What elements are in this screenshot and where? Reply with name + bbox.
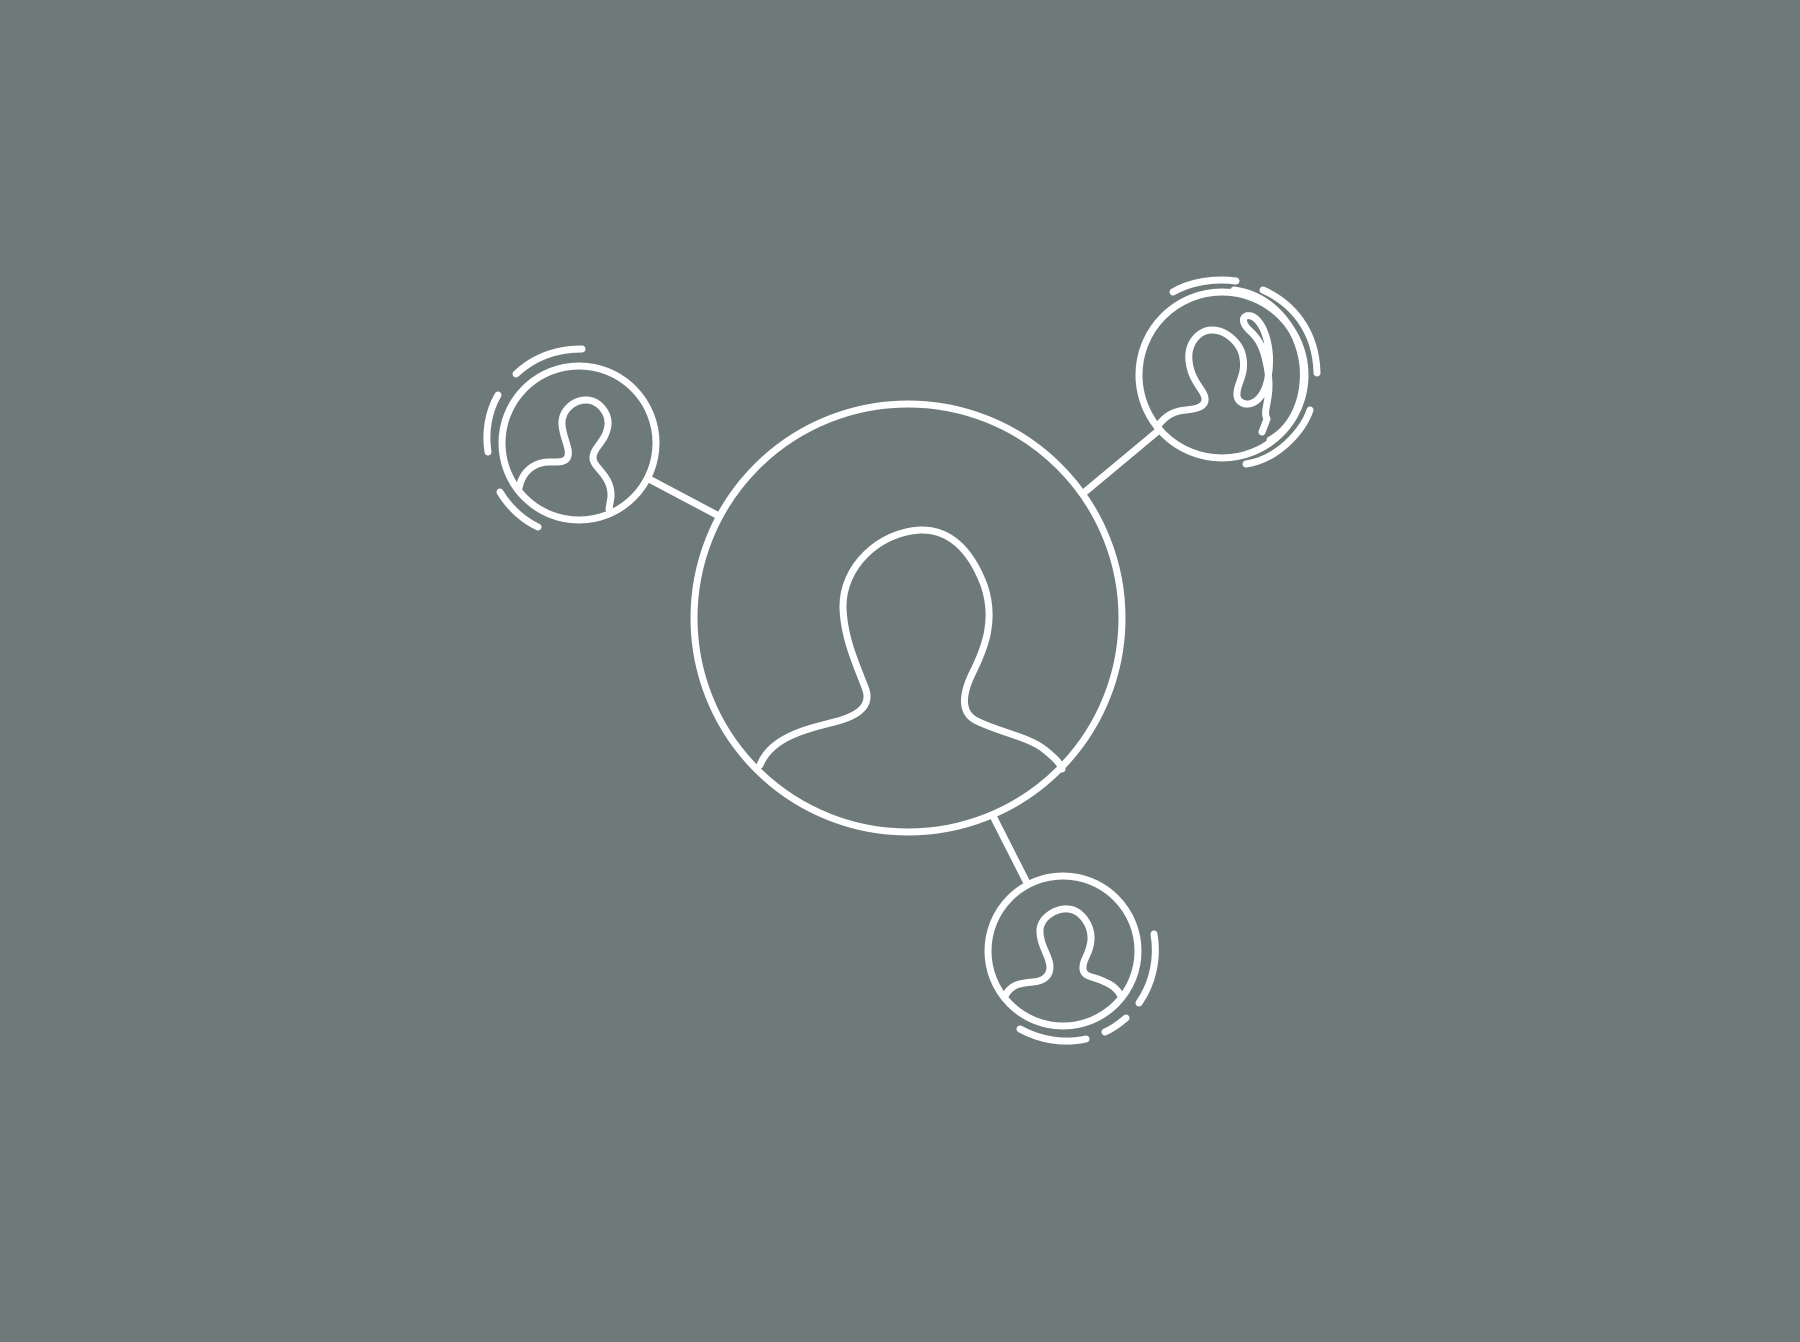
motion-arc xyxy=(1242,406,1314,468)
motion-arc xyxy=(1135,930,1159,1007)
satellite-node-bottom xyxy=(984,872,1159,1045)
motion-arc xyxy=(496,488,542,531)
central-node xyxy=(690,400,1126,836)
motion-arc xyxy=(1230,286,1307,444)
motion-arc xyxy=(483,391,502,456)
motion-arcs xyxy=(1169,276,1321,468)
person-silhouette-icon xyxy=(1153,312,1274,436)
central-node-ring xyxy=(690,400,1126,836)
motion-arc xyxy=(1259,286,1321,377)
motion-arc xyxy=(1016,1025,1090,1045)
connector-top-right xyxy=(1082,427,1162,495)
motion-arcs xyxy=(1016,930,1159,1045)
connector-left xyxy=(645,475,721,519)
motion-arc xyxy=(1169,276,1240,296)
motion-arcs xyxy=(483,345,586,531)
satellite-node-left xyxy=(483,345,660,531)
connector-bottom xyxy=(989,812,1030,885)
person-silhouette-icon xyxy=(1001,905,1125,1001)
connectors xyxy=(645,427,1162,885)
satellite-node-ring xyxy=(498,362,660,524)
person-silhouette-icon xyxy=(756,526,1066,773)
satellite-node-ring xyxy=(984,872,1142,1030)
person-silhouette-icon xyxy=(515,396,615,513)
motion-arc xyxy=(1101,1014,1130,1036)
motion-arc xyxy=(512,345,586,378)
satellite-node-top-right xyxy=(1135,276,1321,468)
